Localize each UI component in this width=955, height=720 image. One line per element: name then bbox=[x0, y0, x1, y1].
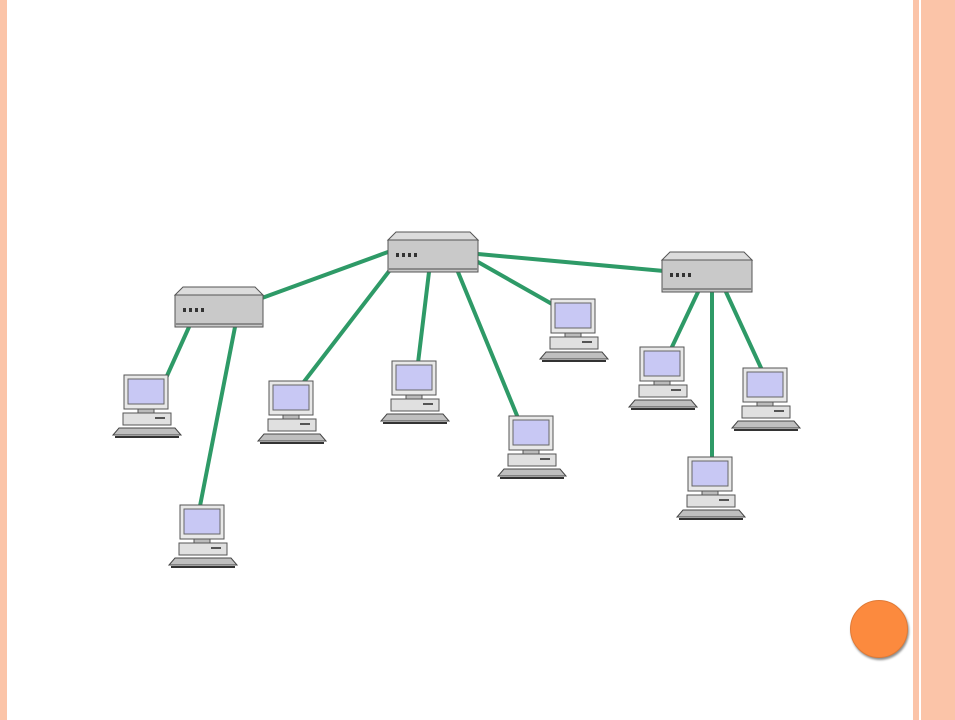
desktop-computer-icon bbox=[730, 367, 802, 431]
network-switch-icon bbox=[660, 251, 754, 293]
network-link-hub-right-pc-7 bbox=[669, 290, 700, 351]
desktop-computer-icon bbox=[379, 360, 451, 424]
network-link-hub-center-hub-right bbox=[476, 252, 666, 273]
network-link-hub-center-pc-6 bbox=[476, 260, 554, 306]
network-link-hub-left-pc-2 bbox=[198, 325, 237, 508]
desktop-computer-icon bbox=[256, 380, 328, 444]
network-link-hub-center-hub-left bbox=[260, 250, 390, 300]
desktop-computer-icon bbox=[496, 415, 568, 479]
network-switch-icon bbox=[173, 286, 265, 328]
network-link-hub-right-pc-9 bbox=[724, 290, 764, 372]
desktop-computer-icon bbox=[111, 374, 183, 438]
links-layer bbox=[164, 250, 764, 508]
network-link-hub-left-pc-1 bbox=[164, 325, 191, 380]
left-border-bar bbox=[0, 0, 7, 720]
right-border-bar bbox=[921, 0, 955, 720]
network-link-hub-center-pc-4 bbox=[416, 270, 431, 365]
desktop-computer-icon bbox=[675, 456, 747, 520]
desktop-computer-icon bbox=[538, 298, 610, 362]
right-border-thin-bar bbox=[913, 0, 919, 720]
network-link-hub-center-pc-3 bbox=[301, 268, 392, 385]
desktop-computer-icon bbox=[167, 504, 239, 568]
network-switch-icon bbox=[386, 231, 480, 273]
network-link-hub-center-pc-5 bbox=[456, 270, 520, 420]
nodes-layer bbox=[111, 231, 802, 568]
desktop-computer-icon bbox=[627, 346, 699, 410]
orange-circle-icon[interactable] bbox=[850, 600, 908, 658]
